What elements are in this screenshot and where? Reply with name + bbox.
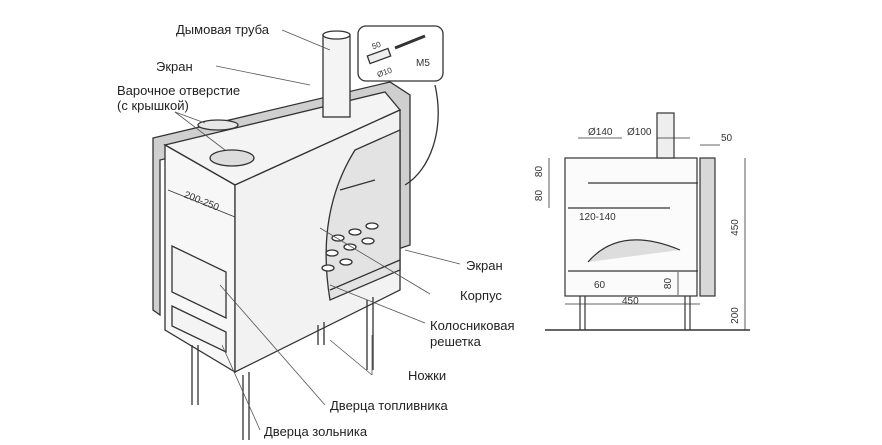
label-cooking-hole-sub: (с крышкой) xyxy=(117,98,189,113)
cooking-lid xyxy=(197,119,239,131)
dim-leg-height: 200 xyxy=(729,307,741,324)
inset-box xyxy=(357,25,444,82)
dim-firebox: 120-140 xyxy=(579,212,616,223)
section-chimney xyxy=(656,112,675,159)
label-chimney: Дымовая труба xyxy=(176,22,270,37)
dim-chimney: Ø100 xyxy=(627,127,652,138)
inset-bolt: M5 xyxy=(416,58,430,69)
dim-ash-height: 80 xyxy=(663,277,675,290)
dim-width: 450 xyxy=(622,296,639,307)
fuel-door xyxy=(171,244,227,320)
cooking-hole xyxy=(209,149,255,167)
dim-height: 450 xyxy=(729,219,741,236)
dim-cooking-hole: Ø140 xyxy=(588,127,613,138)
ash-door xyxy=(171,304,227,354)
label-screen-side: Экран xyxy=(466,258,503,273)
chimney xyxy=(322,34,351,118)
label-grate: Колосниковая xyxy=(430,318,515,333)
label-grate-sub: решетка xyxy=(430,334,481,349)
dim-ash-door: 60 xyxy=(594,280,606,291)
label-legs: Ножки xyxy=(408,368,447,383)
label-ash-door: Дверца зольника xyxy=(264,424,368,439)
label-body: Корпус xyxy=(460,288,502,303)
dim-shelf-second: 80 xyxy=(534,189,546,202)
dim-shelf-top: 80 xyxy=(534,165,546,178)
cutaway xyxy=(325,128,401,301)
label-cooking-hole: Варочное отверстие xyxy=(117,83,241,98)
section-screen xyxy=(699,157,716,297)
section-body xyxy=(564,157,698,297)
label-screen-top: Экран xyxy=(156,59,193,74)
label-fuel-door: Дверца топливника xyxy=(330,398,448,413)
dim-screen-gap: 50 xyxy=(721,133,733,144)
